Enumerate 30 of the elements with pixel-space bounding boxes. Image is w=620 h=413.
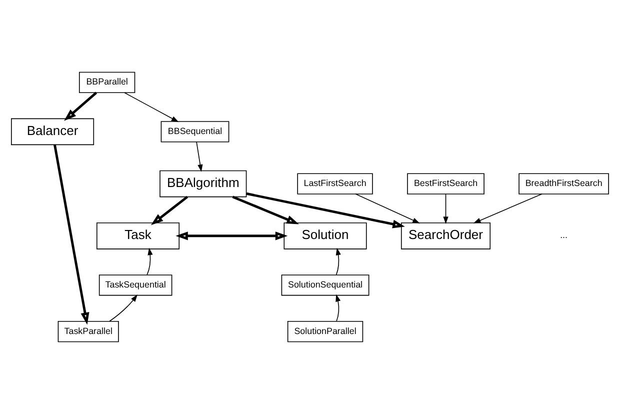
node-box: SolutionParallel	[287, 320, 364, 342]
arrow	[150, 195, 188, 225]
node-box: LastFirstSearch	[297, 172, 373, 194]
arrow	[124, 92, 179, 122]
arrow	[232, 195, 299, 224]
node-box: TaskSequential	[98, 274, 172, 296]
node-box: Solution	[284, 222, 367, 249]
node-box: BBParallel	[78, 71, 136, 93]
node-box: BestFirstSearch	[407, 172, 484, 194]
arrow	[176, 231, 288, 240]
node-box: BreadthFirstSearch	[518, 172, 609, 194]
arrow	[336, 294, 341, 322]
node-box: TaskParallel	[58, 320, 119, 342]
arrow	[336, 247, 341, 275]
arrow	[196, 141, 203, 172]
arrow	[109, 294, 138, 322]
node-box: Task	[96, 222, 180, 249]
node-box: Balancer	[11, 118, 94, 145]
node-box: BBSequential	[160, 120, 230, 142]
arrow	[355, 193, 420, 223]
arrow	[54, 144, 90, 324]
label: ...	[560, 230, 568, 240]
arrow	[443, 193, 448, 224]
arrow	[64, 91, 98, 120]
node-box: SearchOrder	[400, 222, 491, 249]
arrow	[246, 192, 405, 228]
arrow	[146, 247, 153, 275]
arrow	[473, 193, 542, 223]
node-box: BBAlgorithm	[160, 170, 247, 197]
node-box: SolutionSequential	[281, 274, 370, 296]
